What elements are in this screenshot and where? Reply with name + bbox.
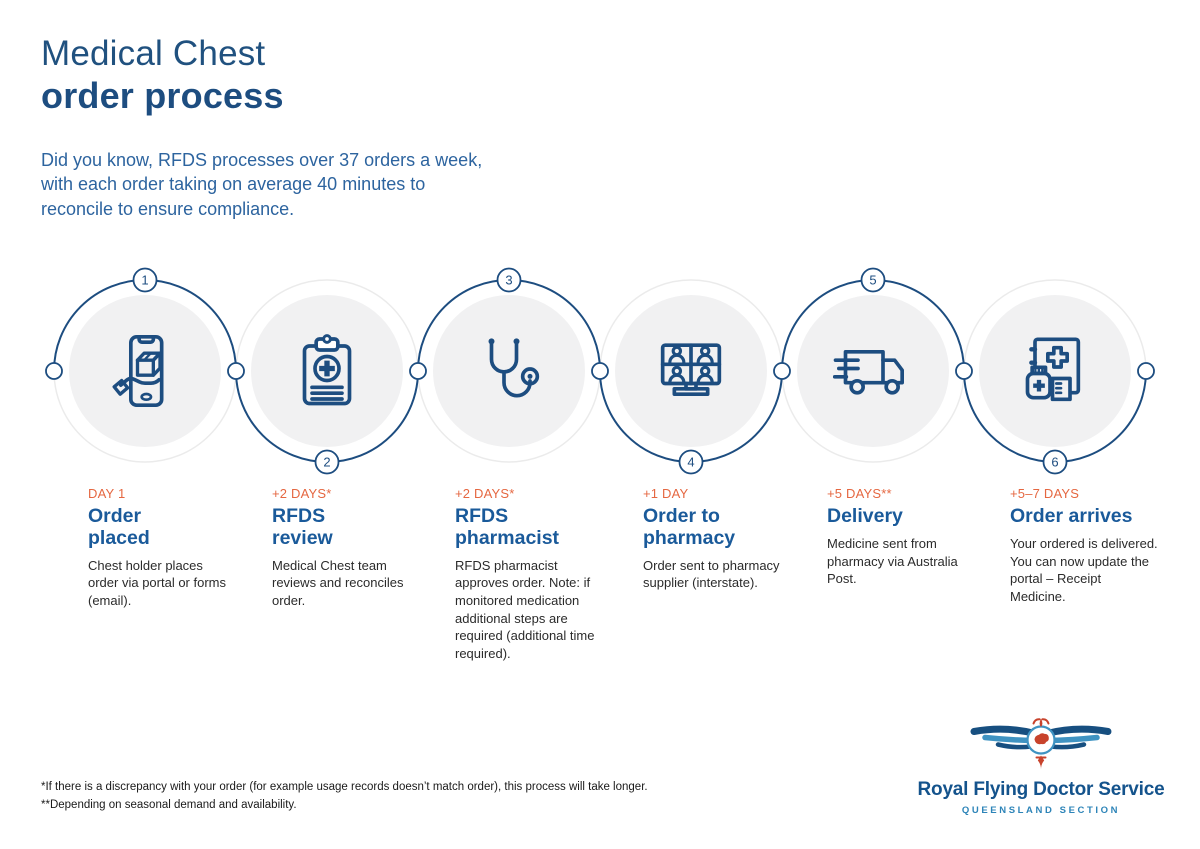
rfds-logo: Royal Flying Doctor Service QUEENSLAND S… (910, 700, 1172, 816)
step-timing: +1 DAY (643, 486, 689, 501)
step-timing: +2 DAYS* (455, 486, 515, 501)
step-title: RFDS pharmacist (455, 505, 560, 549)
emblem-crest (1032, 718, 1050, 727)
step-number-badges: 1 2 3 4 5 6 (132, 267, 1068, 475)
step-title: Delivery (827, 505, 903, 527)
step-description: Your ordered is delivered. You can now u… (1010, 535, 1158, 604)
order-process-diagram: 1 2 3 4 5 6 (45, 267, 1155, 475)
logo-name: Royal Flying Doctor Service (917, 779, 1165, 800)
emblem-tail (1035, 755, 1047, 770)
wing-left (970, 725, 1039, 750)
step-text-3: +2 DAYS* RFDS pharmacist RFDS pharmacist… (455, 486, 597, 663)
step-title: RFDS review (272, 505, 333, 549)
step-description: Chest holder places order via portal or … (88, 557, 226, 608)
step-timing: +5 DAYS** (827, 486, 892, 501)
step-title: Order to pharmacy (643, 505, 736, 549)
step-timing: +5–7 DAYS (1010, 486, 1080, 501)
step-number-badge: 5 (869, 273, 876, 288)
page-title-line2: order process (41, 74, 284, 116)
wing-right (1043, 725, 1112, 750)
step-number-badge: 4 (687, 455, 694, 470)
step-number-badge: 2 (323, 455, 330, 470)
connector-nodes (45, 362, 1155, 380)
step-title: Order placed (88, 505, 150, 549)
footnotes: *If there is a discrepancy with your ord… (41, 779, 648, 815)
intro-text: Did you know, RFDS processes over 37 ord… (41, 150, 483, 219)
emblem-center (1026, 725, 1056, 755)
step-number-badge: 3 (505, 273, 512, 288)
step-description: Medicine sent from pharmacy via Australi… (827, 535, 958, 587)
step-text-5: +5 DAYS** Delivery Medicine sent from ph… (827, 486, 969, 588)
step-text-4: +1 DAY Order to pharmacy Order sent to p… (643, 486, 785, 592)
logo-section: QUEENSLAND SECTION (961, 805, 1121, 816)
rfds-wings-emblem-icon (970, 718, 1112, 770)
step-text-6: +5–7 DAYS Order arrives Your ordered is … (1010, 486, 1158, 606)
step-text-2: +2 DAYS* RFDS review Medical Chest team … (272, 486, 414, 610)
step-description: RFDS pharmacist approves order. Note: if… (455, 557, 595, 662)
page-title-line1: Medical Chest (41, 34, 266, 73)
footnote-2: **Depending on seasonal demand and avail… (41, 798, 297, 811)
step-timing: +2 DAYS* (272, 486, 332, 501)
step-title: Order arrives (1010, 505, 1133, 527)
step-description: Medical Chest team reviews and reconcile… (272, 557, 404, 608)
step-timing: DAY 1 (88, 486, 126, 501)
step-description: Order sent to pharmacy supplier (interst… (643, 557, 780, 591)
step-number-badge: 1 (141, 273, 148, 288)
page-header: Medical Chest order process (41, 34, 284, 115)
footnote-1: *If there is a discrepancy with your ord… (41, 781, 648, 793)
step-number-badge: 6 (1051, 455, 1058, 470)
step-text-1: DAY 1 Order placed Chest holder places o… (88, 486, 230, 610)
